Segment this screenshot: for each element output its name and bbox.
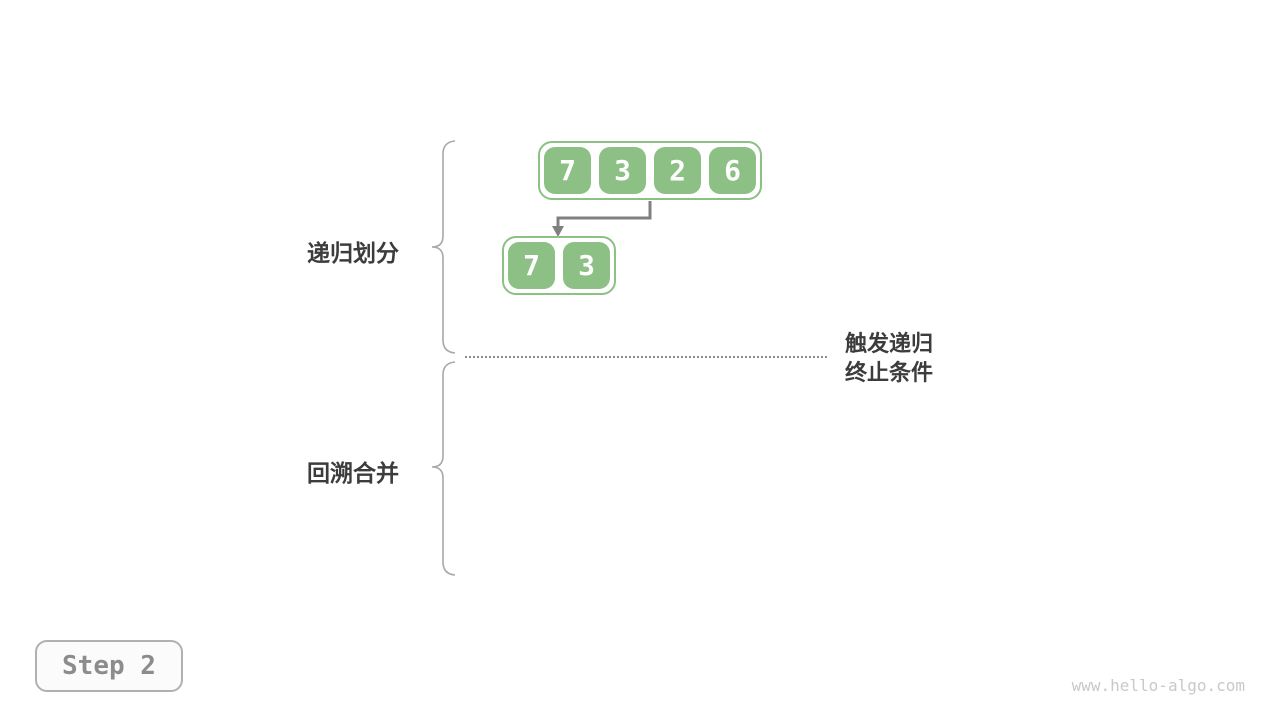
array-left-child-cell-0: 7 [508, 242, 555, 289]
label-base-case-line2: 终止条件 [845, 360, 934, 385]
step-badge-label: Step 2 [62, 651, 156, 681]
step-badge: Step 2 [35, 640, 183, 692]
array-root: 7 3 2 6 [538, 141, 762, 200]
label-base-case-line1: 触发递归 [845, 331, 934, 356]
array-left-child: 7 3 [502, 236, 616, 295]
array-root-cell-1: 3 [599, 147, 646, 194]
array-root-cell-2: 2 [654, 147, 701, 194]
label-base-case: 触发递归 终止条件 [845, 329, 933, 387]
brace-backtrack-merge [431, 361, 456, 576]
array-root-cell-0: 7 [544, 147, 591, 194]
label-backtrack-merge: 回溯合并 [307, 460, 399, 486]
array-left-child-cell-1: 3 [563, 242, 610, 289]
array-root-cell-3: 6 [709, 147, 756, 194]
brace-recursive-partition [431, 140, 456, 354]
label-recursive-partition: 递归划分 [307, 240, 399, 266]
watermark: www.hello-algo.com [1071, 676, 1245, 695]
split-arrow [556, 201, 652, 227]
base-case-divider-line [465, 356, 827, 358]
